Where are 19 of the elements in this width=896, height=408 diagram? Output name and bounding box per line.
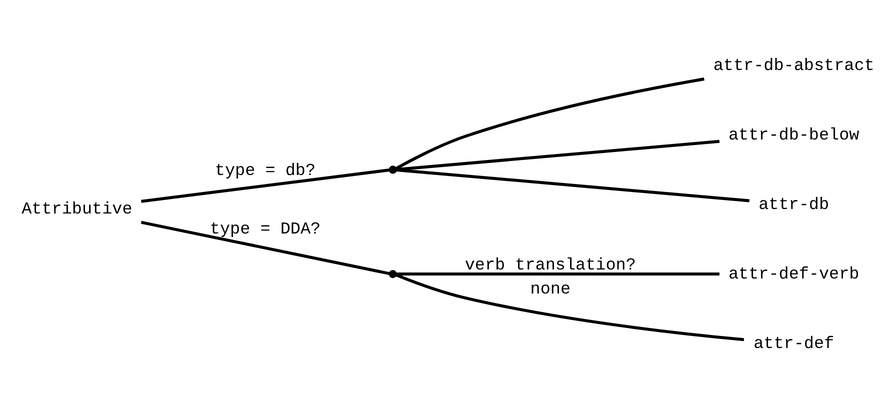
connector [396,168,750,202]
node-text: attr-db [758,195,830,214]
connector [395,77,704,170]
connector [141,168,390,202]
node-circle [388,165,397,174]
edge-label: type = db? [214,161,316,180]
edge-label: type = DDA? [210,220,321,240]
node-text: attr-def [754,334,834,354]
node-text: Attributive [22,200,132,220]
connector [396,273,744,341]
node-circle [388,270,397,278]
connector [396,272,720,276]
node-text: attr-db-abstract [713,56,874,76]
node-text: attr-def-verb [728,264,860,284]
edge-label: none [530,280,571,299]
node-text: attr-db-below [728,126,860,145]
edge-label: verb translation? [464,256,636,275]
connector [396,139,720,170]
connector [140,220,390,275]
